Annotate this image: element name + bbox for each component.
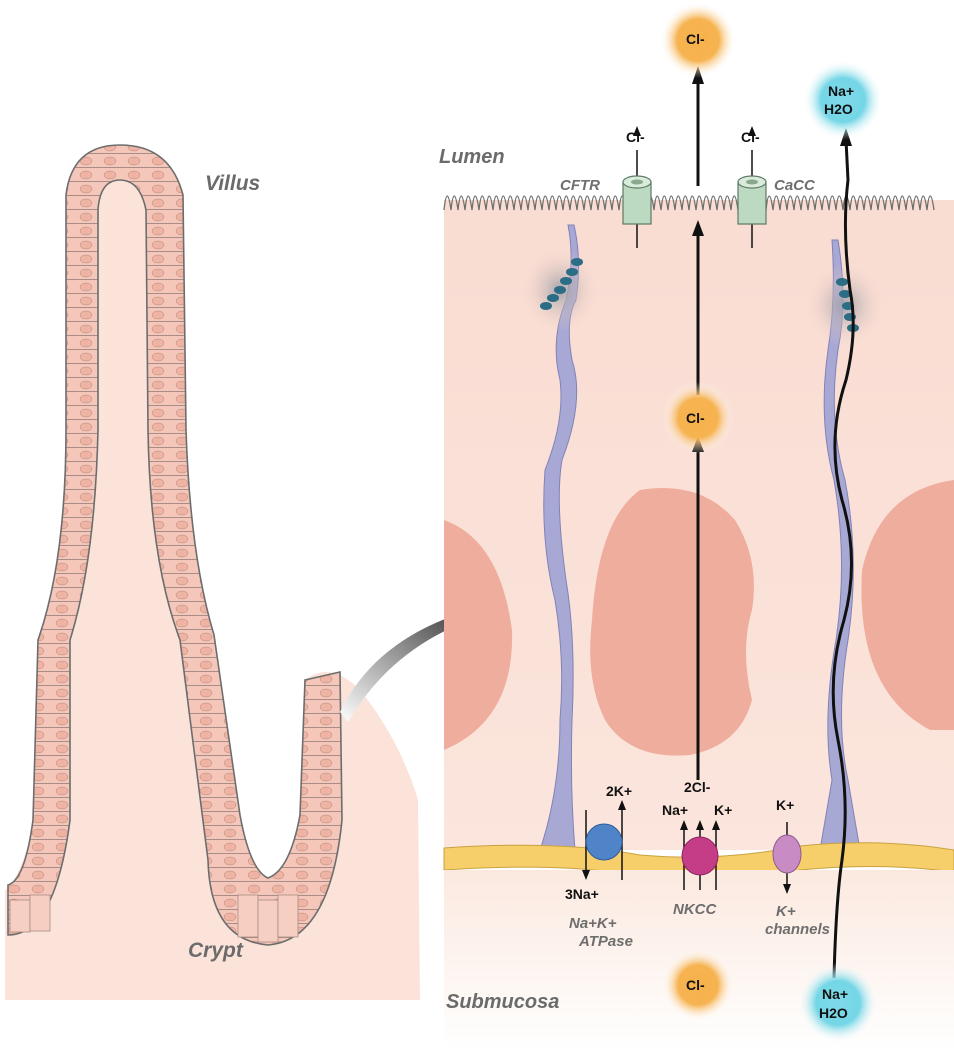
na-h2o-ion-top (803, 60, 883, 140)
2k-text: 2K+ (606, 783, 632, 799)
na-bottom-text: Na+ (822, 986, 848, 1002)
2cl-text: 2Cl- (684, 779, 711, 795)
na-nkcc-text: Na+ (662, 802, 688, 818)
k-nkcc-text: K+ (714, 802, 732, 818)
cftr-channel (622, 126, 652, 248)
nucleus-left-neighbour (444, 520, 513, 750)
k-channel-label-line2: channels (765, 921, 830, 938)
na-h2o-ion-bottom (798, 963, 878, 1043)
villus-crypt-illustration (5, 144, 506, 1000)
cl-top-text: Cl- (686, 31, 705, 47)
k-channel (772, 822, 802, 894)
microvilli-border (443, 195, 935, 211)
chloride-arrowhead-apical-1 (692, 220, 704, 236)
cl-cftr-text: Cl- (626, 129, 645, 145)
submucosa-label: Submucosa (446, 991, 559, 1013)
nkcc-label: NKCC (673, 901, 717, 918)
k-channel-label-line1: K+ (776, 903, 796, 920)
cl-ion-bottom (662, 949, 734, 1021)
h2o-bottom-text: H2O (819, 1005, 848, 1021)
na-k-atpase (582, 800, 626, 880)
h2o-top-text: H2O (824, 101, 853, 117)
cacc-label: CaCC (774, 177, 816, 194)
k-channel-text: K+ (776, 797, 794, 813)
cacc-channel (737, 126, 767, 248)
crypt-label: Crypt (188, 939, 244, 962)
cell-panel (443, 2, 954, 1050)
atpase-label-line2: ATPase (578, 933, 633, 950)
lumen-label: Lumen (439, 146, 505, 168)
tight-junction-proteins-left (540, 258, 583, 310)
cl-cacc-text: Cl- (741, 129, 760, 145)
paracellular-pathway (831, 139, 855, 979)
cl-ion-top (660, 2, 736, 78)
3na-text: 3Na+ (565, 886, 599, 902)
na-top-text: Na+ (828, 83, 854, 99)
villus-label: Villus (205, 172, 260, 195)
nucleus-right-neighbour (861, 480, 954, 730)
nkcc-transporter (680, 820, 720, 890)
atpase-label-line1: Na+K+ (569, 915, 617, 932)
cl-mid-text: Cl- (686, 410, 705, 426)
cl-ion-mid (662, 382, 734, 454)
crypt-base-cells (9, 894, 299, 943)
epithelium-band (7, 144, 343, 946)
cl-bottom-text: Cl- (686, 977, 705, 993)
nucleus-center (590, 488, 754, 756)
cftr-label: CFTR (560, 177, 600, 194)
